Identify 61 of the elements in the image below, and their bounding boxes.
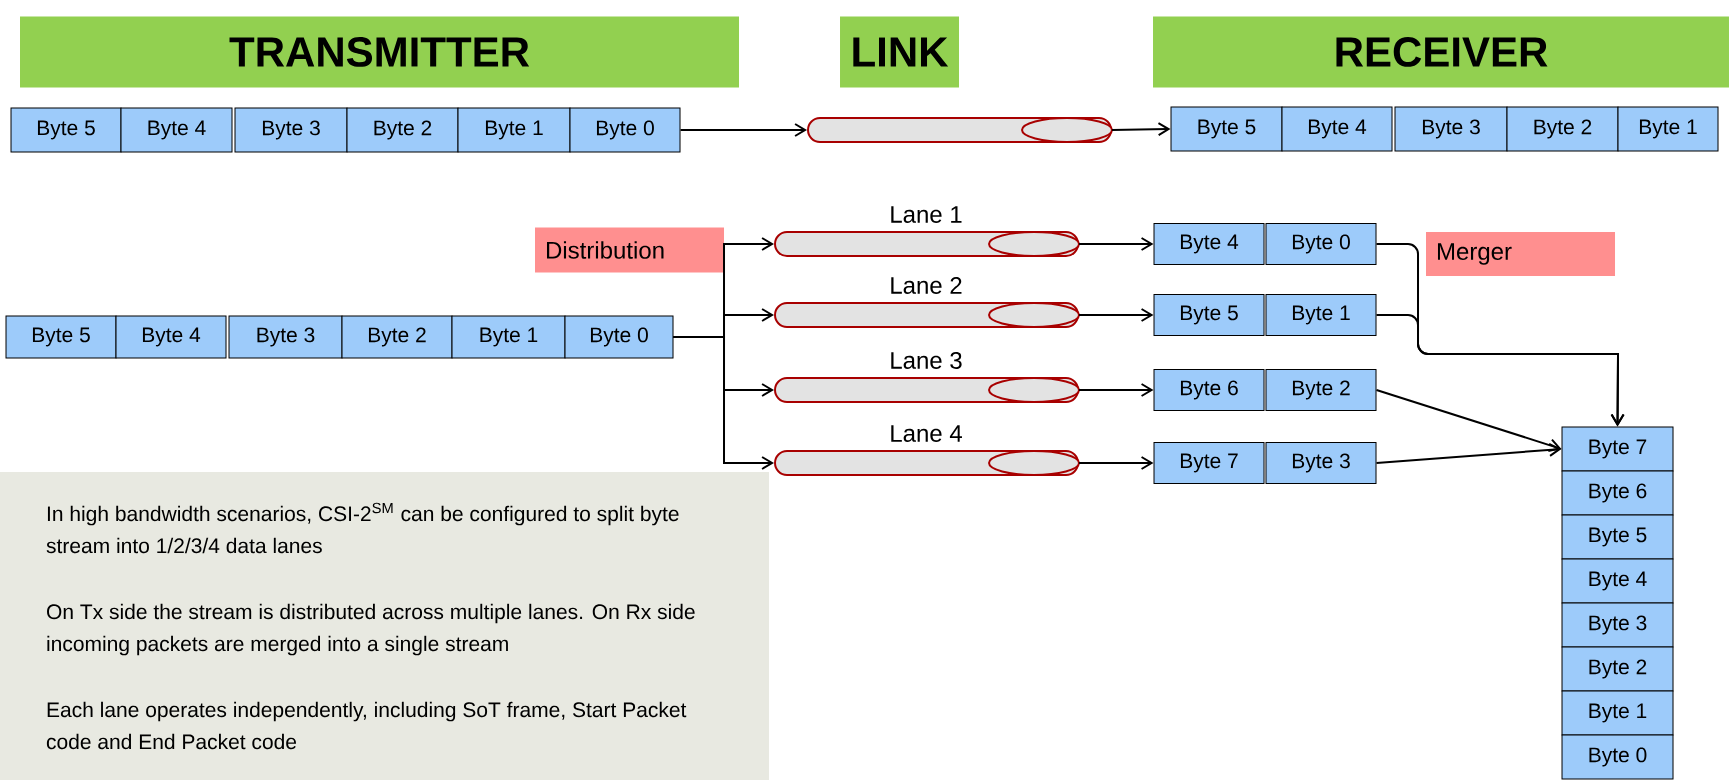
arrow — [1078, 308, 1154, 322]
arrow — [1375, 389, 1562, 453]
process-label: Distribution — [535, 227, 724, 273]
byte-box: Byte 2 — [1506, 106, 1619, 152]
arrow — [679, 123, 807, 137]
byte-box: Byte 3 — [1265, 442, 1377, 484]
byte-box: Byte 4 — [1153, 223, 1265, 265]
byte-box: Byte 1 — [457, 107, 571, 153]
section-banner: TRANSMITTER — [20, 16, 739, 88]
arrow — [1078, 456, 1154, 470]
arrow — [1375, 442, 1562, 464]
note-paragraph: On Tx side the stream is distributed across multiple lanes. On Rx side incoming packets are merged into a single stream — [47, 603, 695, 656]
arrow — [1078, 237, 1154, 251]
note-panel — [0, 472, 769, 780]
byte-box: Byte 6 — [1153, 369, 1265, 411]
lane-cable — [774, 302, 1080, 328]
byte-box: Byte 3 — [234, 107, 348, 153]
byte-box: Byte 2 — [1561, 646, 1674, 692]
lane-cable — [774, 450, 1080, 476]
arrow — [672, 336, 774, 470]
arrow — [1375, 314, 1625, 427]
byte-box: Byte 5 — [1170, 106, 1283, 152]
byte-box: Byte 4 — [115, 315, 227, 359]
byte-box: Byte 1 — [1617, 106, 1719, 152]
byte-box: Byte 5 — [5, 315, 117, 359]
byte-box: Byte 0 — [1561, 734, 1674, 780]
byte-box: Byte 7 — [1153, 442, 1265, 484]
byte-box: Byte 3 — [1561, 602, 1674, 648]
process-label: Merger — [1426, 232, 1615, 276]
byte-box: Byte 1 — [451, 315, 566, 359]
byte-box: Byte 3 — [228, 315, 343, 359]
byte-box: Byte 4 — [1561, 558, 1674, 604]
byte-box: Byte 2 — [1265, 369, 1377, 411]
byte-box: Byte 7 — [1561, 426, 1674, 472]
lane-label: Lane 2 — [891, 276, 962, 294]
byte-box: Byte 0 — [569, 107, 681, 153]
note-paragraph: Each lane operates independently, including SoT frame, Start Packet code and End Packet code — [46, 701, 687, 750]
byte-box: Byte 4 — [1281, 106, 1393, 152]
lane-cable — [774, 377, 1080, 403]
section-banner: LINK — [840, 16, 959, 88]
lane-cable — [807, 117, 1113, 143]
byte-box: Byte 6 — [1561, 470, 1674, 516]
byte-box: Byte 5 — [1561, 514, 1674, 560]
byte-box: Byte 2 — [341, 315, 453, 359]
byte-box: Byte 1 — [1561, 690, 1674, 736]
arrow — [1111, 122, 1171, 137]
byte-box: Byte 5 — [10, 107, 122, 153]
lane-label: Lane 4 — [891, 425, 962, 442]
lane-cable — [774, 231, 1080, 257]
byte-box: Byte 2 — [346, 107, 459, 153]
section-banner: RECEIVER — [1153, 16, 1729, 88]
byte-box: Byte 0 — [564, 315, 674, 359]
byte-box: Byte 1 — [1265, 294, 1377, 336]
note-paragraph: In high bandwidth scenarios, CSI-2$^{SM}$ can be configured to split byte stream into 1/2/3/4 data lanes — [46, 502, 679, 554]
lane-label: Lane 3 — [891, 351, 962, 369]
lane-label: Lane 1 — [891, 206, 962, 223]
byte-box: Byte 3 — [1394, 106, 1508, 152]
byte-box: Byte 0 — [1265, 223, 1377, 265]
arrow — [1078, 383, 1154, 397]
byte-box: Byte 5 — [1153, 294, 1265, 336]
byte-box: Byte 4 — [120, 107, 233, 153]
